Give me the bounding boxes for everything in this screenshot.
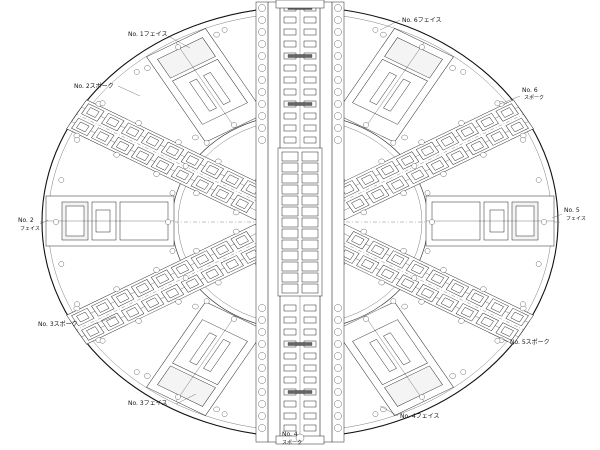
label-no1-face: No. 1フェイス xyxy=(128,31,168,38)
label-no5-face-2: フェイス xyxy=(566,216,586,222)
rim-markers xyxy=(53,27,547,417)
spoke-arm xyxy=(324,99,534,221)
label-no2-spoke: No. 2スポーク xyxy=(74,82,114,90)
label-no3-face: No. 3フェイス xyxy=(128,400,168,407)
face-panel xyxy=(144,301,268,416)
spoke-arm xyxy=(324,223,534,345)
face-panel xyxy=(332,301,456,416)
horizontal-arm-left xyxy=(45,195,175,247)
label-no6-spoke-2: スポーク xyxy=(524,94,544,101)
center-hub xyxy=(277,147,323,297)
label-no6-face: No. 6フェイス xyxy=(402,17,442,24)
label-no2-face-2: フェイス xyxy=(20,226,40,232)
horizontal-arm-right xyxy=(425,195,555,247)
label-no4-face: No. 4フェイス xyxy=(400,413,440,420)
column-cutter-cells xyxy=(258,0,342,445)
face-panels xyxy=(144,28,456,416)
label-no3-spoke: No. 3スポーク xyxy=(38,320,78,328)
label-leaders xyxy=(39,19,563,417)
spoke-arm xyxy=(66,223,276,345)
label-no5-spoke: No. 5スポーク xyxy=(510,338,550,346)
face-panel xyxy=(144,28,268,143)
label-no2-face-1: No. 2 xyxy=(18,217,34,224)
label-no4-spoke-2: スポーク xyxy=(282,439,302,446)
label-no5-face-1: No. 5 xyxy=(564,207,580,214)
face-panel xyxy=(332,28,456,143)
spoke-arms xyxy=(66,99,534,345)
label-no6-spoke-1: No. 6 xyxy=(522,87,538,94)
spoke-arm xyxy=(66,99,276,221)
label-no4-spoke-1: No. 4 xyxy=(282,431,298,438)
